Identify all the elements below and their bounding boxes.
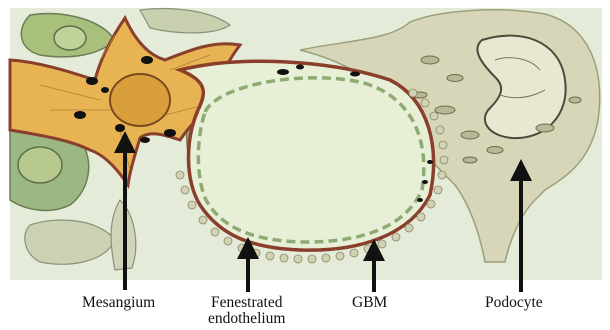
label-gbm: GBM	[352, 295, 387, 311]
label-fenestrated-line1: Fenestrated	[211, 294, 282, 311]
label-podocyte: Podocyte	[485, 295, 543, 311]
mesangial-cell-nucleus	[110, 74, 170, 126]
label-fenestrated-line2: endothelium	[208, 310, 286, 327]
label-fenestrated-endothelium: Fenestrated endothelium	[208, 295, 286, 327]
label-mesangium: Mesangium	[82, 295, 155, 311]
